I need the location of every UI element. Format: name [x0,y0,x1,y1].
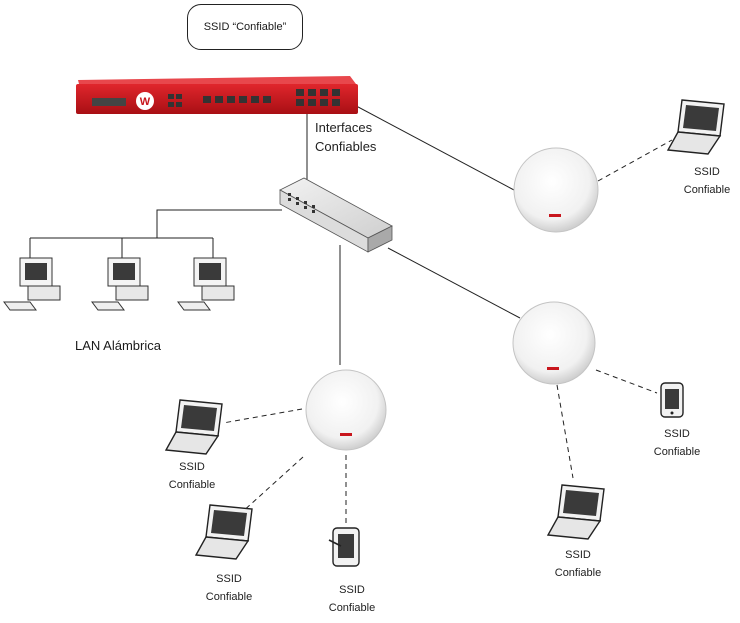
client-label-laptop-top-right: SSID Confiable [672,163,740,199]
client-label-line2: Confiable [683,184,731,196]
client-label-laptop-bottom-right: SSID Confiable [543,546,613,582]
client-label-line2: Confiable [205,591,253,603]
wireless-links [222,139,673,525]
client-label-line1: SSID [179,461,205,473]
wired-links [29,99,521,365]
client-label-line1: SSID [565,549,591,561]
lan-label: LAN Alámbrica [75,338,161,353]
client-label-line2: Confiable [554,567,602,579]
network-switch [279,177,393,253]
switch-side [367,225,393,253]
wifi-link-4 [222,408,303,424]
firewall-ports [168,89,340,107]
client-label-line2: Confiable [168,479,216,491]
client-label-line1: SSID [694,166,720,178]
client-label-laptop-bottom-left: SSID Confiable [194,570,264,606]
client-label-line1: SSID [216,573,242,585]
client-label-phone-bottom: SSID Confiable [317,581,387,617]
client-label-phone-right: SSID Confiable [642,425,712,461]
desktop-2 [91,257,149,311]
ssid-header-text: SSID “Confiable” [203,21,287,33]
interfaces-label-line1: Interfaces [315,120,373,135]
link-switch-ap-right [387,247,521,319]
wifi-link-1 [597,139,673,182]
firewall-logo [136,92,154,110]
access-point-right [512,301,596,385]
desktop-3 [177,257,235,311]
laptop-icon [666,99,725,155]
laptop-icon [546,484,605,540]
access-point-top [513,147,599,233]
laptop-icon [164,399,223,455]
firewall-lcd [92,98,126,106]
ssid-header-box: SSID “Confiable” [187,4,303,50]
firewall-appliance: W [76,76,358,114]
switch-ports [288,193,315,213]
desktop-1 [3,257,61,311]
client-label-line1: SSID [664,428,690,440]
link-switch-lan [156,209,282,238]
link-firewall-ap-top [344,99,515,191]
wifi-link-5 [239,456,304,515]
client-label-laptop-left: SSID Confiable [157,458,227,494]
wifi-link-3 [556,384,574,479]
desktop-computers [3,257,235,311]
client-label-line2: Confiable [328,602,376,614]
client-label-line1: SSID [339,584,365,596]
phone-icon [660,382,684,418]
firewall-logo-mark: W [140,96,151,108]
interfaces-label-line2: Confiables [315,139,377,154]
wifi-link-2 [595,369,658,394]
laptop-icon [194,504,253,560]
access-point-left [305,369,387,451]
interfaces-label: Interfaces Confiables [315,118,376,156]
client-label-line2: Confiable [653,446,701,458]
phone-icon [328,527,360,567]
